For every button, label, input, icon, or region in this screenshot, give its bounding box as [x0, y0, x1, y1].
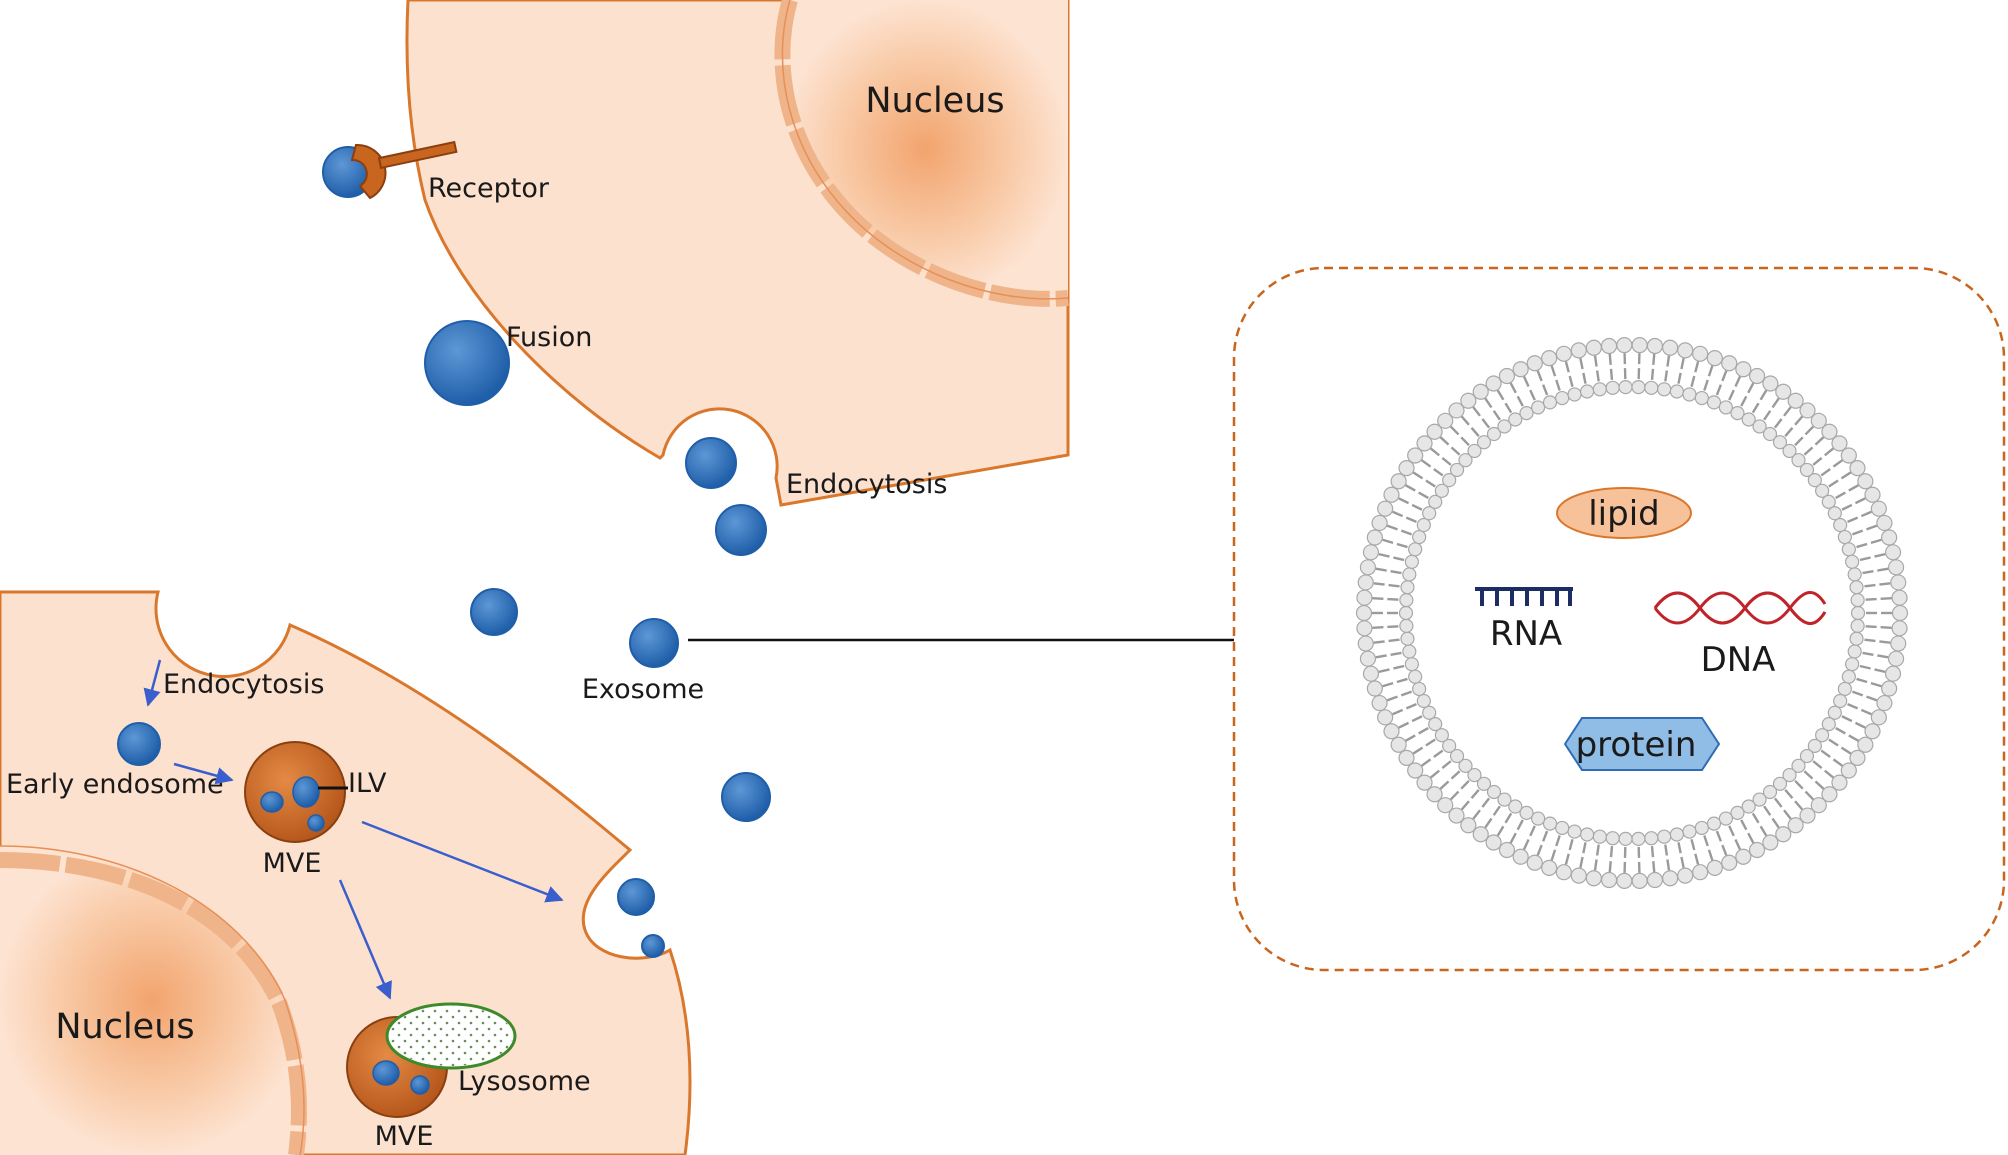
protein-cargo: protein: [1563, 717, 1721, 771]
dna-icon: [1653, 591, 1827, 625]
bottom-endocytosis-label: Endocytosis: [163, 669, 324, 700]
dna-label: DNA: [1701, 640, 1776, 680]
top-endocytosis: Endocytosis: [685, 437, 947, 556]
mve-upper-label: MVE: [263, 848, 322, 879]
mve-lower-label: MVE: [375, 1121, 434, 1152]
ilv-3: [307, 814, 325, 832]
fusion-label: Fusion: [506, 322, 592, 353]
exosome-label: Exosome: [582, 674, 704, 705]
early-endosome-label: Early endosome: [6, 769, 224, 800]
endocytosed-exosome-top: [685, 437, 737, 489]
fusion-exosome: [424, 320, 510, 406]
bottom-cell: Nucleus Endocytosis Early endosome ILV M…: [0, 590, 692, 1155]
receptor-icon: [350, 143, 387, 200]
zoom-panel-border: [1232, 266, 2006, 972]
exosome-icon: [629, 618, 679, 668]
top-endocytosis-label: Endocytosis: [786, 469, 947, 500]
ilv-label: ILV: [348, 768, 387, 799]
exosome-zoom-panel: lipid RNA DNA: [1232, 266, 2006, 972]
lipid-bilayer: [1355, 337, 1909, 889]
early-endosome: [117, 722, 161, 766]
lysosome-label: Lysosome: [458, 1066, 591, 1097]
lipid-cargo: lipid: [1556, 487, 1692, 539]
endocytosis-arrow: [143, 659, 162, 707]
fusion: Fusion: [424, 320, 592, 406]
dna-cargo: DNA: [1653, 591, 1827, 680]
ilv-4: [372, 1060, 400, 1086]
bottom-nuclear-envelope: [0, 852, 307, 1155]
top-nucleus-label: Nucleus: [865, 81, 1004, 121]
exosome: Exosome: [582, 618, 1234, 705]
rna-cargo: RNA: [1475, 587, 1573, 654]
rna-label: RNA: [1490, 614, 1562, 654]
budding-exosome-1: [617, 878, 655, 916]
lysosome: Lysosome: [385, 1002, 591, 1097]
mve-to-lysosome-arrow: [338, 879, 392, 1000]
receptor: Receptor: [322, 140, 550, 204]
bottom-nucleus: Nucleus: [0, 845, 307, 1155]
budding-exosome-2: [641, 934, 665, 958]
lipid-icon: [1556, 487, 1692, 539]
mve-upper: ILV MVE: [244, 741, 387, 879]
ilv-2: [292, 776, 320, 808]
free-exosome-2: [470, 588, 518, 636]
receptor-label: Receptor: [428, 173, 550, 204]
top-nucleus: Nucleus: [774, 0, 1069, 307]
top-cell: Nucleus: [405, 0, 1070, 507]
free-exosome-1: [715, 504, 767, 556]
free-exosome-3: [721, 772, 771, 822]
lipid-label: lipid: [1588, 494, 1660, 534]
protein-icon: [1563, 717, 1721, 771]
protein-label: protein: [1576, 725, 1697, 765]
endosome-to-mve-arrow: [173, 762, 234, 785]
ilv-5: [410, 1075, 430, 1095]
rna-icon: [1475, 587, 1573, 606]
bottom-nucleus-label: Nucleus: [55, 1007, 194, 1047]
mve-to-membrane-arrow: [361, 820, 564, 903]
ilv-1: [260, 791, 284, 813]
